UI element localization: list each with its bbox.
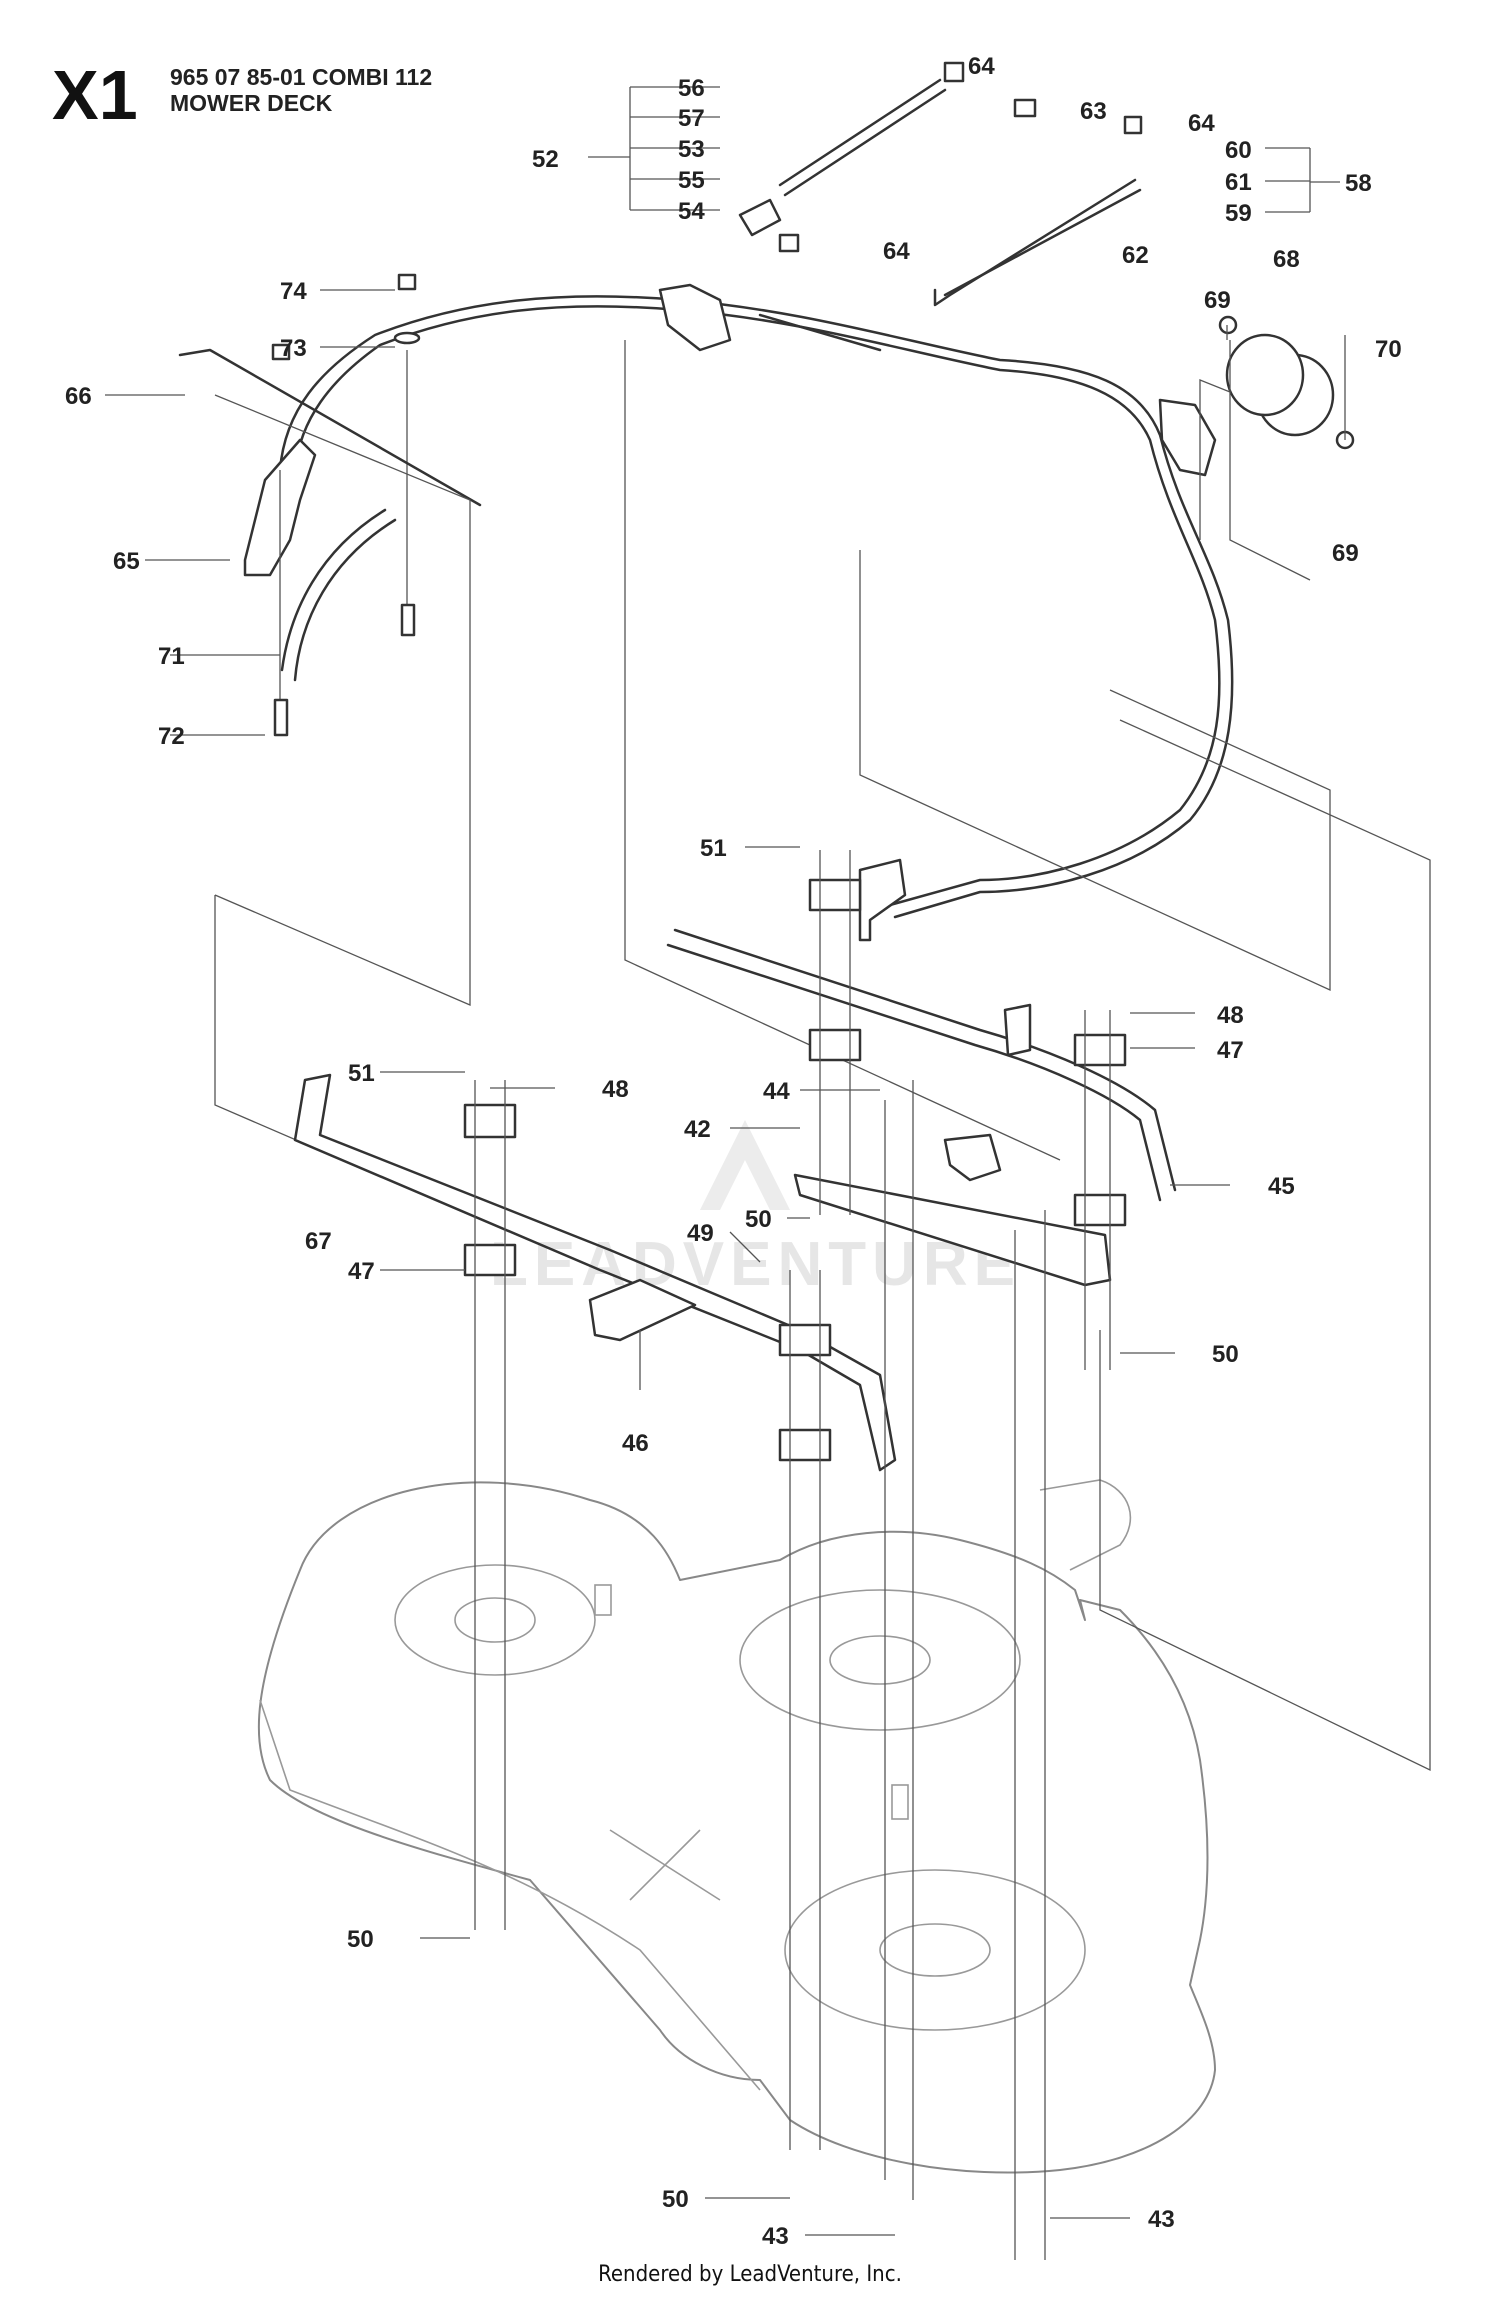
callout-72: 72	[158, 723, 185, 750]
watermark-logo: LEADVENTURE	[490, 1120, 1021, 1299]
callout-64: 64	[968, 53, 995, 80]
callout-69: 69	[1204, 287, 1231, 314]
callout-64: 64	[883, 238, 910, 265]
part-number-line: 965 07 85-01 COMBI 112	[170, 64, 433, 90]
callout-44: 44	[763, 1078, 790, 1105]
callout-63: 63	[1080, 98, 1107, 125]
callout-42: 42	[684, 1116, 711, 1143]
callout-46: 46	[622, 1430, 649, 1457]
assembly-title: MOWER DECK	[170, 90, 333, 116]
lift-frame-tube	[278, 283, 1234, 942]
mower-deck-housing	[257, 1479, 1216, 2174]
callout-47: 47	[348, 1258, 375, 1285]
adjust-rod-assemblies	[738, 61, 1355, 450]
callout-leader-lines	[105, 86, 1346, 2236]
callout-60: 60	[1225, 137, 1252, 164]
callout-50: 50	[662, 2186, 689, 2213]
callout-64: 64	[1188, 110, 1215, 137]
callout-43: 43	[762, 2223, 789, 2250]
callout-43: 43	[1148, 2206, 1175, 2233]
callout-49: 49	[687, 1220, 714, 1247]
callout-73: 73	[280, 335, 307, 362]
callout-58: 58	[1345, 170, 1372, 197]
callout-47: 47	[1217, 1037, 1244, 1064]
callout-50: 50	[347, 1926, 374, 1953]
bolt-guide-lines	[474, 850, 1111, 2260]
callout-51: 51	[700, 835, 727, 862]
watermark-text: LEADVENTURE	[490, 1230, 1021, 1299]
callout-45: 45	[1268, 1173, 1295, 1200]
callout-56: 56	[678, 75, 705, 102]
callout-50: 50	[1212, 1341, 1239, 1368]
callout-48: 48	[602, 1076, 629, 1103]
callout-69: 69	[1332, 540, 1359, 567]
callout-54: 54	[678, 198, 705, 225]
left-bracket-assembly	[178, 273, 482, 737]
callout-52: 52	[532, 146, 559, 173]
callout-50: 50	[745, 1206, 772, 1233]
footer-credit: Rendered by LeadVenture, Inc.	[598, 2262, 902, 2287]
callout-67: 67	[305, 1228, 332, 1255]
callout-66: 66	[65, 383, 92, 410]
callout-labels	[105, 86, 1346, 2236]
callout-text-group: 56 57 53 55 54 52 64 63 64 60 61 62 59 58 64 74 73 66 65 71…	[65, 53, 1402, 2250]
callout-61: 61	[1225, 169, 1252, 196]
callout-74: 74	[280, 278, 307, 305]
clamp-blocks	[463, 878, 1127, 1462]
callout-59: 59	[1225, 200, 1252, 227]
sheet-code: X1	[52, 56, 138, 134]
callout-53: 53	[678, 136, 705, 163]
callout-68: 68	[1273, 246, 1300, 273]
callout-65: 65	[113, 548, 140, 575]
cross-bars	[293, 928, 1177, 1472]
callout-48: 48	[1217, 1002, 1244, 1029]
callout-51: 51	[348, 1060, 375, 1087]
callout-57: 57	[678, 105, 705, 132]
callout-55: 55	[678, 167, 705, 194]
callout-70: 70	[1375, 336, 1402, 363]
callout-71: 71	[158, 643, 185, 670]
callout-62: 62	[1122, 242, 1149, 269]
